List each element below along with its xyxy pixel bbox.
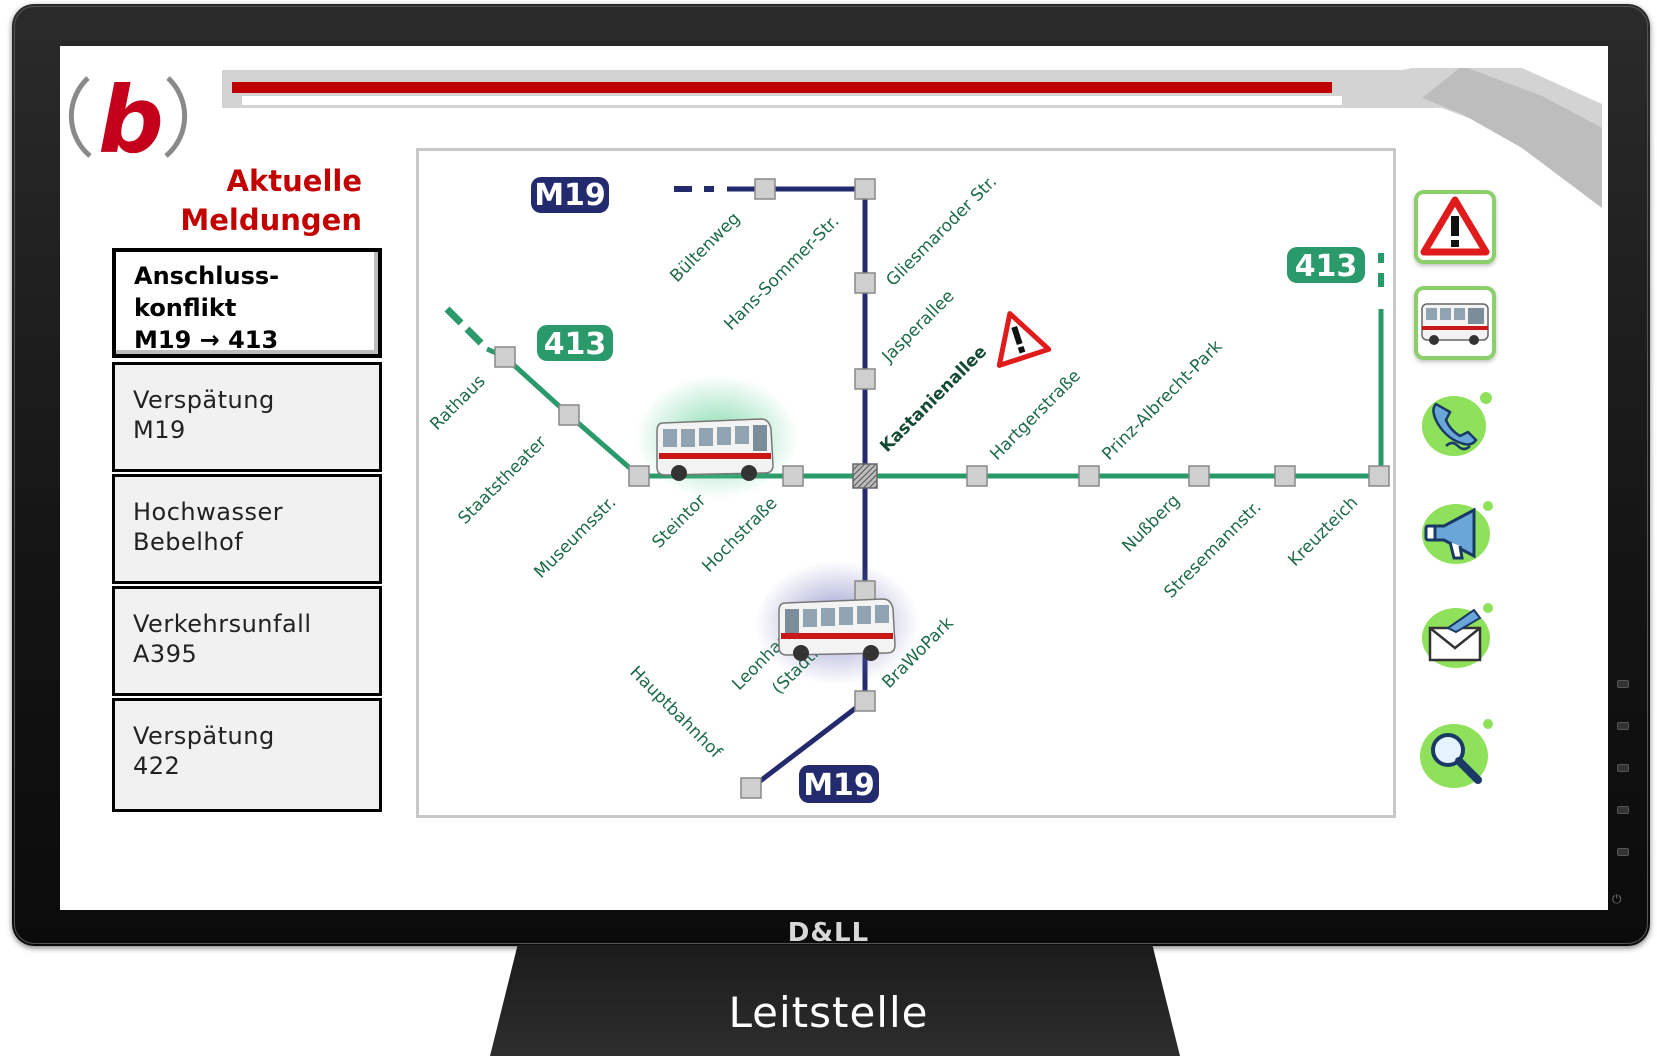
- messages-title-line1: Aktuelle: [226, 164, 362, 198]
- stop-label-hans-sommer-str: Hans-Sommer-Str.: [720, 211, 843, 334]
- warning-icon[interactable]: [985, 306, 1052, 368]
- stop-labels: Rathaus Staatstheater Museumsstr. Steint…: [426, 172, 1362, 763]
- search-icon: [1420, 719, 1493, 788]
- bus-icon: [1421, 303, 1489, 345]
- message-item-anschlusskonflikt[interactable]: Anschluss- konflikt M19 → 413: [112, 248, 382, 358]
- stop-label-rathaus: Rathaus: [426, 371, 489, 434]
- stop-label-stresemannstr: Stresemannstr.: [1160, 497, 1265, 602]
- network-map-svg: M19 M19 413 413 Rathaus Staatstheater Mu…: [426, 172, 1390, 803]
- message-item-verspaetung-422[interactable]: Verspätung 422: [112, 698, 382, 812]
- badge-m19-top-label: M19: [534, 178, 606, 213]
- tool-phone-button[interactable]: [1416, 386, 1498, 460]
- message-item-hochwasser[interactable]: Hochwasser Bebelhof: [112, 474, 382, 584]
- stop-label-hartgerstrasse: Hartgerstraße: [986, 366, 1084, 464]
- stand-label: Leitstelle: [728, 988, 929, 1037]
- badge-413-right: 413: [1287, 247, 1365, 284]
- badge-m19-bottom-label: M19: [803, 768, 875, 803]
- message-line: 422: [133, 752, 181, 780]
- monitor-brand: D&LL: [787, 918, 870, 948]
- stop-label-hochstrasse: Hochstraße: [698, 494, 781, 577]
- stop-label-prinz-albrecht-park: Prinz-Albrecht-Park: [1098, 336, 1226, 464]
- line-413: [444, 253, 1384, 479]
- stop-label-nussberg: Nußberg: [1118, 491, 1184, 557]
- stop-label-steintor: Steintor: [648, 491, 710, 553]
- tool-mail-button[interactable]: [1416, 598, 1498, 672]
- tool-search-button[interactable]: [1416, 716, 1498, 790]
- tool-warning-button[interactable]: [1414, 190, 1496, 264]
- tool-bus-button[interactable]: [1414, 286, 1496, 360]
- stop-label-kreuzteich: Kreuzteich: [1284, 493, 1362, 571]
- monitor-buttons: [1617, 680, 1633, 920]
- message-line: M19 → 413: [134, 326, 279, 354]
- messages-list: Anschluss- konflikt M19 → 413 Verspätung…: [112, 248, 382, 814]
- stop-label-bueltenweg: Bültenweg: [666, 209, 744, 287]
- stop-label-gliesmaroder-str: Gliesmaroder Str.: [882, 172, 1001, 291]
- line-m19: [674, 186, 868, 790]
- power-icon: ⏻: [1612, 892, 1622, 906]
- stop-markers: [494, 178, 1390, 799]
- header-bar: [222, 68, 1602, 208]
- message-line: Verspätung: [133, 386, 275, 414]
- message-item-verspaetung-m19[interactable]: Verspätung M19: [112, 362, 382, 472]
- mail-icon: [1422, 603, 1493, 668]
- message-line: Hochwasser: [133, 498, 284, 526]
- messages-title-line2: Meldungen: [180, 203, 362, 237]
- message-item-verkehrsunfall[interactable]: Verkehrsunfall A395: [112, 586, 382, 696]
- tool-megaphone-button[interactable]: [1416, 494, 1498, 568]
- megaphone-icon: [1422, 501, 1493, 564]
- message-line: Verkehrsunfall: [133, 610, 312, 638]
- network-map[interactable]: M19 M19 413 413 Rathaus Staatstheater Mu…: [416, 148, 1396, 818]
- stop-label-hauptbahnhof: Hauptbahnhof: [625, 662, 726, 763]
- stop-label-museumsstr: Museumsstr.: [530, 493, 620, 583]
- stop-label-staatstheater: Staatstheater: [454, 432, 550, 528]
- screen: b Aktuelle Meldungen Anschluss- konflikt…: [60, 46, 1608, 910]
- message-line: Verspätung: [133, 722, 275, 750]
- message-line: konflikt: [134, 294, 237, 322]
- badge-m19-bottom: M19: [799, 765, 879, 803]
- message-line: Bebelhof: [133, 528, 244, 556]
- stop-label-jasperallee: Jasperallee: [878, 286, 959, 367]
- bus-413[interactable]: [656, 418, 774, 481]
- bus-m19[interactable]: [778, 598, 896, 661]
- interchange-stop: [852, 463, 878, 489]
- message-line: M19: [133, 416, 186, 444]
- phone-icon: [1422, 392, 1492, 456]
- monitor-stand: [490, 945, 1180, 1056]
- warning-icon: [1420, 196, 1490, 256]
- message-line: A395: [133, 640, 198, 668]
- badge-413-right-label: 413: [1295, 249, 1358, 284]
- svg-text:b: b: [98, 67, 164, 170]
- badge-413-left: 413: [537, 325, 613, 362]
- messages-title: Aktuelle Meldungen: [130, 162, 362, 240]
- badge-413-left-label: 413: [544, 327, 607, 362]
- app-logo: b: [68, 67, 188, 170]
- message-line: Anschluss-: [134, 262, 280, 290]
- badge-m19-top: M19: [531, 177, 609, 213]
